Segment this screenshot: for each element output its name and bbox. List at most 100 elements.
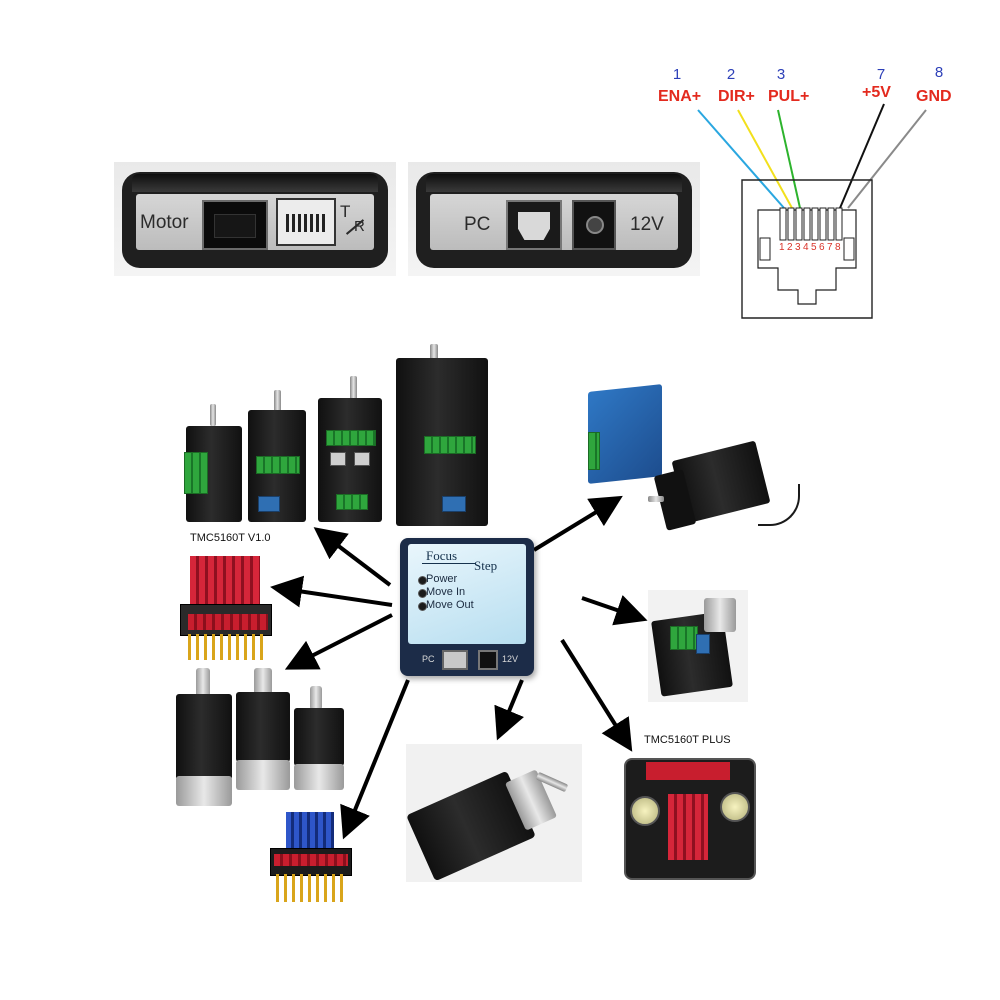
terminal-block [424,436,476,454]
connector-pin-8: 8 [835,242,841,253]
connector-outline [741,179,873,319]
motor-shaft [274,390,281,412]
hub-title-step: Step [474,558,498,573]
motor-flange [704,598,736,632]
motor-port-panel-photo: Motor T R [114,162,396,276]
tr-label-top: T [340,202,351,221]
arrow-to-red-driver [270,575,393,608]
integrated-motor [236,692,290,762]
connector-pin-6: 6 [819,242,825,253]
integrated-motor-family [176,344,496,528]
terminal-block [256,456,300,474]
pin-number-1: 1 [672,66,682,83]
connector-pin-4: 4 [803,242,809,253]
motor-flange [196,668,210,698]
integrated-motor [294,708,344,766]
ethernet-port [354,452,370,466]
dc-jack-port [572,200,616,250]
motor-shaft [350,376,357,400]
arrow-to-tmc5160t-v1 [313,527,392,587]
wire-dir [737,109,793,209]
pin-name-ena: ENA+ [658,88,702,105]
board-top-strip [646,762,730,780]
red-heatsink-driver [170,556,280,664]
arrow-to-integrated-motors [284,613,393,670]
hub-12v-label: 12V [502,654,519,664]
connector-side-tab-left [759,237,771,261]
focus-step-controller: Focus Step Power Move In Move Out PC 12V [400,538,534,676]
hub-item-move-out: Move Out [426,599,474,611]
hub-dc-port [478,650,498,670]
tr-label-bottom: R [354,218,365,235]
arrow-to-tmc5160t-plus [560,638,633,752]
connector-pins [779,207,843,241]
pin-name-dir: DIR+ [718,88,755,105]
connector-side-tab-right [843,237,855,261]
move-in-led-icon [418,589,427,598]
silver-integrated-motors [170,664,356,810]
hub-title-focus: Focus [426,548,458,563]
integrated-motor [176,694,232,780]
hub-item-move-in: Move In [426,586,466,598]
device-top-ridge [132,174,378,192]
caption-tmc5160t-plus: TMC5160T PLUS [644,734,731,746]
knob-right-icon [720,792,750,822]
device-top-ridge [426,174,682,192]
dip-switch [696,634,710,654]
wire-5v [839,103,885,209]
pin-number-3: 3 [776,66,786,83]
hub-item-power: Power [426,573,458,585]
motor-shaft [210,404,216,426]
wire-gnd [847,109,927,209]
motor-rj45-port [202,200,268,250]
wire-ena [697,109,785,209]
arrow-to-servo-motor [581,595,648,626]
pin-number-2: 2 [726,66,736,83]
red-header-pins [188,614,268,630]
header-pins [188,634,268,660]
power-led-icon [418,576,427,585]
pc-label: PC [464,214,491,235]
pc-power-panel-photo: PC 12V [408,162,700,276]
knob-left-icon [630,796,660,826]
pin-name-gnd: GND [916,88,952,105]
red-heatsink [190,556,260,606]
servo-motor-photo [648,590,748,702]
caption-tmc5160t-v1: TMC5160T V1.0 [190,532,271,544]
connector-pin-5: 5 [811,242,817,253]
rj45-connector-drawing [697,103,927,319]
rj45-pinout-diagram: 1 2 3 7 8 ENA+ DIR+ PUL+ +5V GND 1 2 3 4 [640,60,952,330]
terminal-block [184,452,208,494]
blue-heatsink-driver [262,806,356,908]
motor-shaft [648,496,664,502]
terminal-block [588,432,600,470]
motor-label: Motor [140,212,189,233]
tmc5160t-plus-board [620,752,756,880]
hub-pc-label: PC [422,654,435,664]
tr-rj11-port [276,198,336,246]
pin-name-pul: PUL+ [768,88,810,105]
blue-driver-motor-kit [582,380,802,550]
pin-number-7: 7 [876,66,886,83]
hub-usb-port [442,650,468,670]
connector-latch [757,209,857,305]
arrow-to-stepper-photo [494,679,524,741]
motor-flange [310,686,322,710]
terminal-block [670,626,698,650]
pin-name-5v: +5V [862,84,891,101]
move-out-led-icon [418,602,427,611]
connector-pin-1: 1 [779,242,785,253]
pin-number-8: 8 [934,64,944,81]
red-heatsink [668,794,708,860]
motor-end-cap [294,764,344,790]
terminal-block [326,430,376,446]
motor-cable [758,484,800,526]
connector-pin-2: 2 [787,242,793,253]
wire-pul [777,109,801,209]
power-label: 12V [630,214,664,235]
hub-title-underline [422,563,476,564]
dip-switch [258,496,280,512]
arrow-to-blue-driver-motor-kit [532,495,623,552]
usb-b-port [506,200,562,250]
